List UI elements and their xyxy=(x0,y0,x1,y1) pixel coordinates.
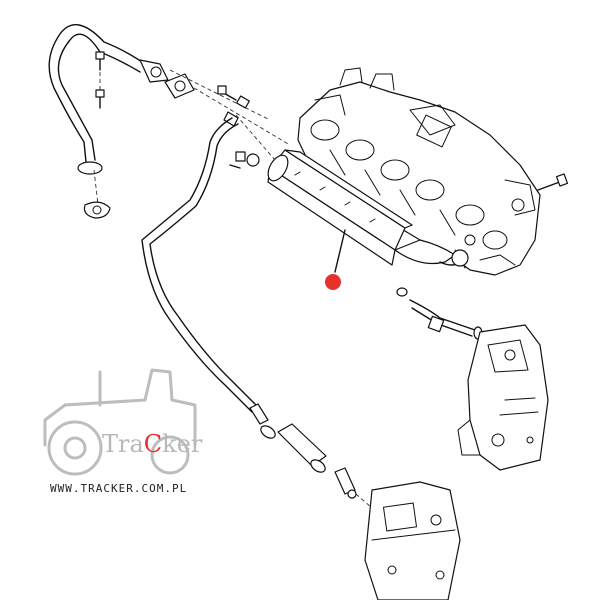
exhaust-pipe-upper xyxy=(48,24,169,206)
gasket-flange-top xyxy=(164,69,291,146)
brand-wordmark: TraCker xyxy=(102,430,203,458)
coolant-tube xyxy=(141,117,269,425)
hose-with-clamps xyxy=(260,423,373,509)
part-marker-dot[interactable] xyxy=(325,274,341,290)
gasket-flange-left xyxy=(83,201,111,219)
brand-url: WWW.TRACKER.COM.PL xyxy=(50,482,187,495)
brand-accent-letter: C xyxy=(144,430,162,458)
pump-housing xyxy=(364,481,461,600)
manifold-bolt xyxy=(537,173,569,191)
egr-cooler xyxy=(267,149,469,273)
tractor-silhouette-logo xyxy=(43,368,197,476)
tracker-watermark: TraCker WWW.TRACKER.COM.PL xyxy=(43,368,203,495)
return-pipe xyxy=(396,287,483,340)
engine-block-housing xyxy=(457,324,549,471)
pipe-bolts xyxy=(95,51,105,109)
